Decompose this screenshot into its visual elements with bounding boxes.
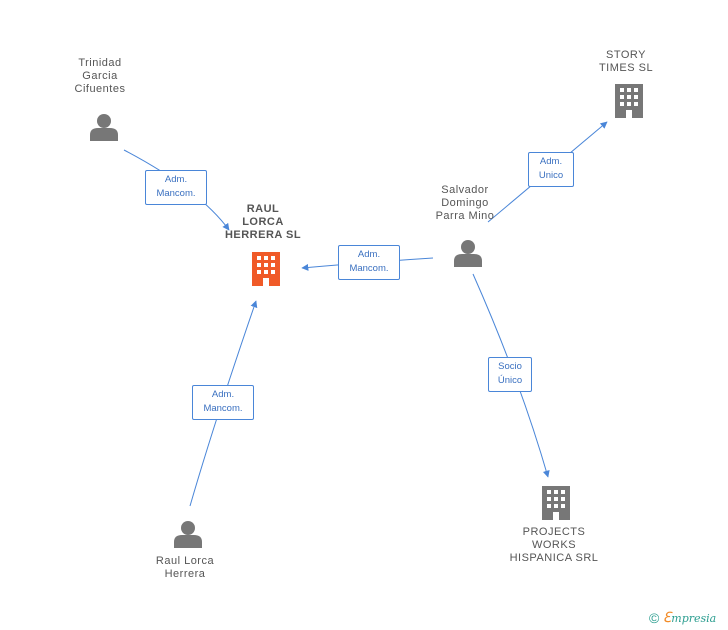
person-icon-salvador[interactable] (454, 240, 482, 267)
label-raul-lorca-person[interactable]: Raul Lorca Herrera (155, 555, 215, 580)
empresia-logo-text: mpresia (671, 612, 717, 625)
label-story-times[interactable]: STORY TIMES SL (598, 49, 654, 74)
edge-label-salvador-projects: Socio Único (488, 357, 532, 392)
building-icon-projects-works[interactable] (542, 486, 570, 520)
building-icon-raul-lorca-herrera-sl[interactable] (252, 252, 280, 286)
empresia-credit[interactable]: © ℇmpresia (649, 610, 716, 626)
person-icon-trinidad[interactable] (90, 114, 118, 141)
label-raul-lorca-herrera-sl[interactable]: RAUL LORCA HERRERA SL (224, 203, 302, 241)
edge-label-salvador-raul: Adm. Mancom. (338, 245, 400, 280)
empresia-logo-initial: ℇ (662, 610, 672, 626)
edge-label-trinidad-raul: Adm. Mancom. (145, 170, 207, 205)
person-icon-raul-lorca[interactable] (174, 521, 202, 548)
edge-label-raul-person-raul: Adm. Mancom. (192, 385, 254, 420)
label-projects-works[interactable]: PROJECTS WORKS HISPANICA SRL (509, 526, 599, 564)
copyright-symbol: © (649, 610, 660, 626)
label-salvador[interactable]: Salvador Domingo Parra Mino (435, 184, 495, 222)
edge-label-salvador-story: Adm. Unico (528, 152, 574, 187)
building-icon-story-times[interactable] (615, 84, 643, 118)
label-trinidad[interactable]: Trinidad Garcia Cifuentes (74, 57, 126, 95)
